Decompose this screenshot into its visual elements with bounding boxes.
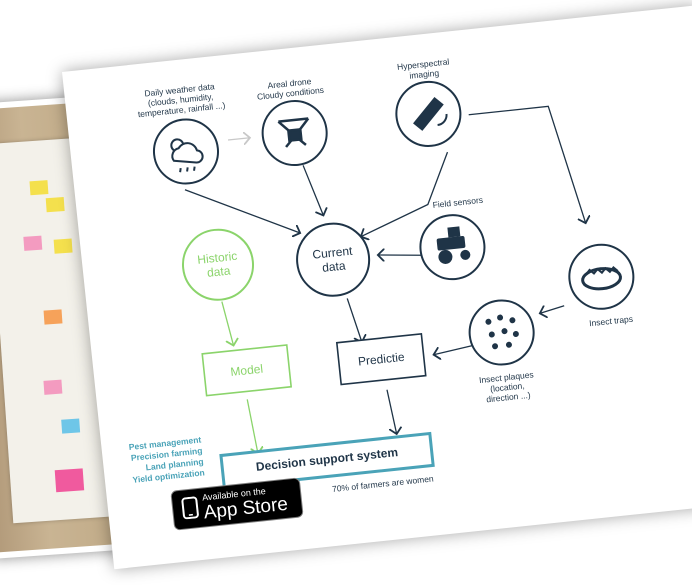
edge-historic-model: [221, 301, 234, 346]
diagram-graphics: [152, 80, 635, 489]
sticky-note: [23, 235, 43, 251]
sticky-note: [45, 196, 65, 213]
insect-traps-node: [568, 243, 635, 310]
sticky-note: [29, 180, 49, 196]
predictie-box: [335, 332, 427, 386]
sticky-note: [53, 238, 73, 254]
sticky-note: [61, 418, 81, 434]
edge-weather-current: [184, 189, 300, 244]
edge-current-predictie: [346, 298, 362, 343]
drone-icon: [277, 117, 310, 148]
weather-icon: [170, 138, 204, 173]
edge-predictie-dss: [386, 389, 397, 434]
insects-icon: [485, 314, 519, 350]
satellite-icon: [413, 96, 448, 131]
edge-traps-plaques: [539, 305, 565, 314]
sticky-note: [43, 379, 63, 395]
app-store-badge[interactable]: Available on the App Store: [170, 477, 304, 531]
sticky-note: [43, 309, 63, 325]
sticky-note: [54, 468, 85, 493]
edge-satellite-traps: [468, 105, 586, 234]
edge-satellite-current: [353, 151, 449, 237]
phone-icon: [181, 496, 199, 520]
trap-icon: [581, 266, 622, 291]
current-data-node: [296, 222, 371, 297]
edge-drone-current: [302, 165, 323, 217]
edge-model-dss: [246, 399, 258, 454]
edge-sensors-current: [378, 250, 424, 260]
decision-support-box: [219, 431, 435, 489]
diagram-sheet: Daily weather data (clouds, humidity, te…: [62, 5, 692, 570]
insect-plaques-node: [468, 299, 535, 366]
tractor-icon: [436, 226, 471, 264]
model-box: [201, 344, 293, 397]
edge-plaques-predictie: [433, 344, 473, 355]
historic-data-node: [182, 228, 255, 301]
edge-weather-drone: [227, 138, 250, 140]
